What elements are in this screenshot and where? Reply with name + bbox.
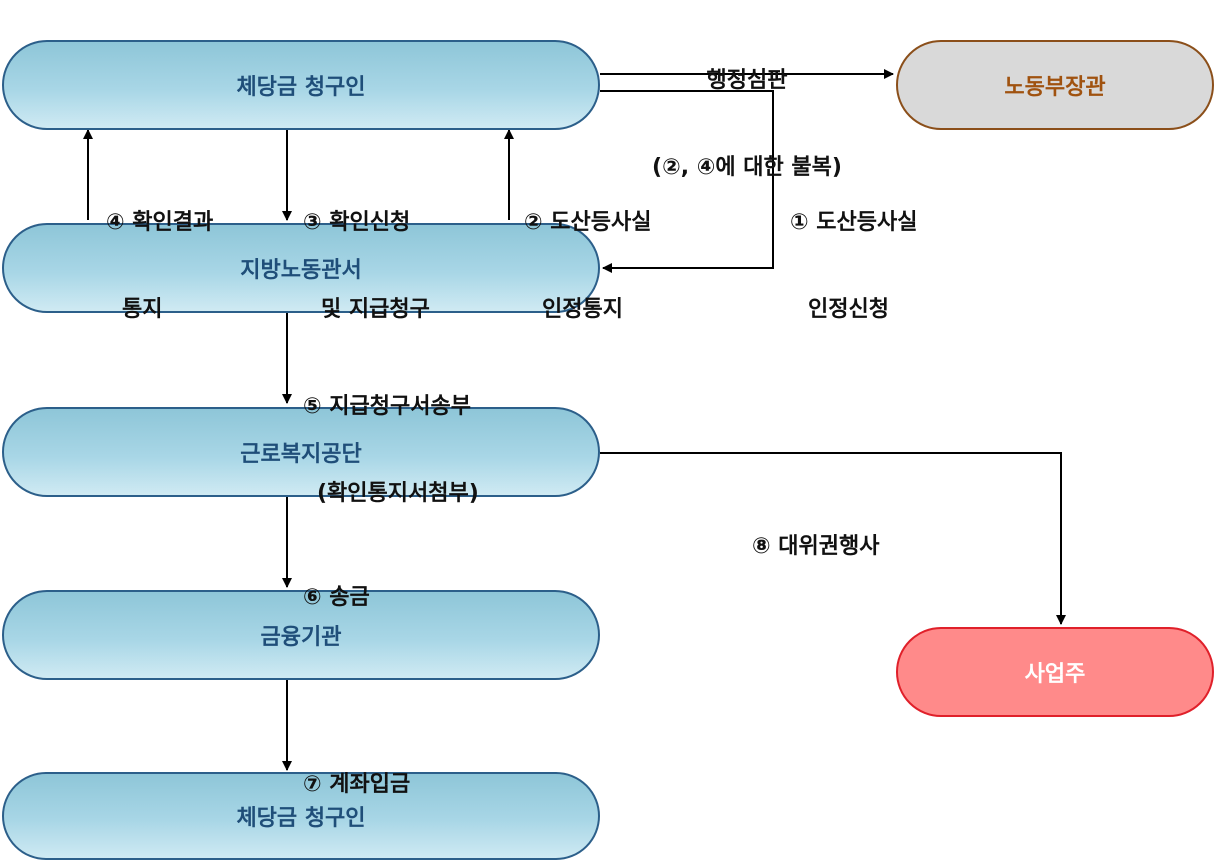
label-step3-line1: ③ 확인신청	[303, 210, 411, 235]
node-welfare-corporation: 근로복지공단	[2, 407, 600, 497]
label-step5-line1: ⑤ 지급청구서송부	[303, 394, 471, 419]
label-step7: ⑦ 계좌입금	[303, 712, 410, 828]
label-step5: ⑤ 지급청구서송부 (확인통지서첨부)	[303, 334, 479, 537]
label-step1: ① 도산등사실 인정신청	[790, 150, 918, 353]
label-step6-text: ⑥ 송금	[303, 585, 370, 610]
node-local-labor-office: 지방노동관서	[2, 223, 600, 313]
label-step3-line2: 및 지급청구	[321, 297, 430, 322]
label-appeal: 행정심판 (②, ④에 대한 불복)	[636, 8, 858, 211]
node-label: 체당금 청구인	[236, 806, 366, 831]
node-labor-minister: 노동부장관	[896, 40, 1214, 130]
node-label: 금융기관	[260, 625, 342, 650]
arrow-step8	[600, 452, 1066, 625]
label-step3: ③ 확인신청 및 지급청구	[303, 150, 430, 353]
label-appeal-line1: 행정심판	[706, 68, 788, 93]
label-step2-line1: ② 도산등사실	[524, 210, 652, 235]
node-label: 체당금 청구인	[236, 75, 366, 100]
node-claimant-bottom: 체당금 청구인	[2, 772, 600, 860]
label-step4-line2: 통지	[122, 297, 163, 322]
label-step4: ④ 확인결과 통지	[106, 150, 213, 353]
label-step4-line1: ④ 확인결과	[106, 210, 214, 235]
node-claimant-top: 체당금 청구인	[2, 40, 600, 130]
label-step7-text: ⑦ 계좌입금	[303, 772, 411, 797]
label-step2: ② 도산등사실 인정통지	[524, 150, 652, 353]
label-step1-line2: 인정신청	[808, 297, 889, 322]
node-employer: 사업주	[896, 627, 1214, 717]
node-label: 사업주	[1024, 662, 1086, 687]
label-step2-line2: 인정통지	[542, 297, 623, 322]
node-financial-institution: 금융기관	[2, 590, 600, 680]
label-step6: ⑥ 송금	[303, 525, 370, 641]
label-appeal-line2: (②, ④에 대한 불복)	[652, 155, 842, 180]
node-label: 지방노동관서	[240, 258, 362, 283]
node-label: 근로복지공단	[240, 442, 362, 467]
label-step1-line1: ① 도산등사실	[790, 210, 918, 235]
node-label: 노동부장관	[1004, 75, 1106, 100]
label-step8: ⑧ 대위권행사	[752, 474, 880, 590]
arrow-step1-loop	[600, 90, 774, 273]
label-step8-text: ⑧ 대위권행사	[752, 534, 880, 559]
label-step5-line2: (확인통지서첨부)	[317, 481, 479, 506]
